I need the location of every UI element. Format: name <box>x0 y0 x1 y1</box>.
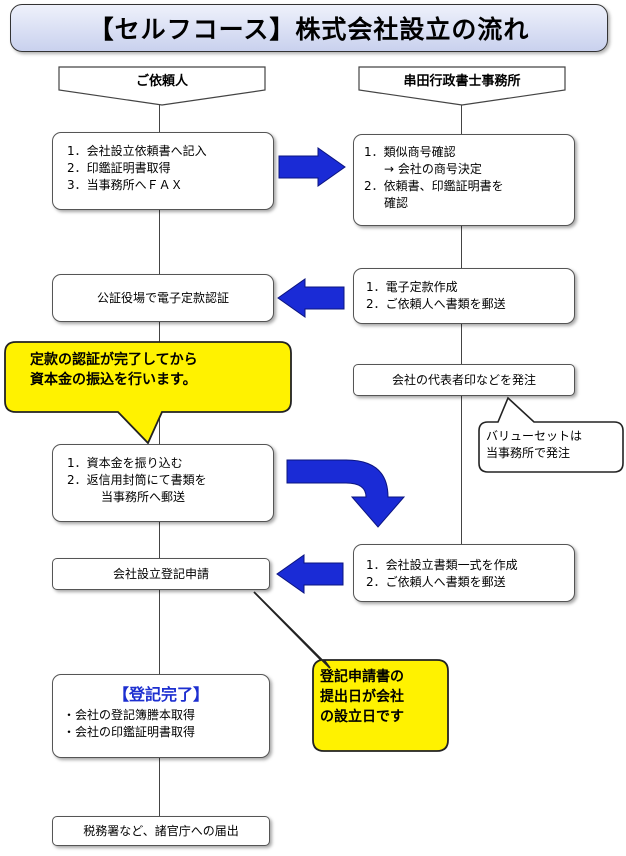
registration-complete: 【登記完了】 ・会社の登記簿謄本取得 ・会社の印鑑証明書取得 <box>52 674 270 758</box>
callout-capital-line-1: 定款の認証が完了してから <box>30 352 198 368</box>
client-step-2: 公証役場で電子定款認証 <box>52 274 274 322</box>
callout-value-set: バリューセットは 当事務所で発注 <box>486 428 582 462</box>
complete-heading: 【登記完了】 <box>112 685 209 704</box>
callout-registration-line-3: の設立日です <box>320 709 404 725</box>
arrow-right-1 <box>278 147 346 187</box>
office-step-3-line-2: 2．ご依頼人へ書類を郵送 <box>366 575 506 589</box>
callout-value-set-line-2: 当事務所で発注 <box>486 446 571 460</box>
office-step-3: 1．会社設立書類一式を作成 2．ご依頼人へ書類を郵送 <box>353 544 575 602</box>
callout-capital-line-2: 資本金の振込を行います。 <box>30 372 197 388</box>
office-step-2-line-2: 2．ご依頼人へ書類を郵送 <box>366 297 506 311</box>
client-step-4: 会社設立登記申請 <box>52 558 270 590</box>
client-step-3-line-1: 1．資本金を振り込む <box>67 456 183 470</box>
client-step-1-line-3: 3．当事務所へＦＡＸ <box>67 178 183 192</box>
office-header: 串田行政書士事務所 <box>403 73 521 89</box>
arrow-left-4 <box>276 554 344 594</box>
client-step-1: 1．会社設立依頼書へ記入 2．印鑑証明書取得 3．当事務所へＦＡＸ <box>52 132 274 210</box>
office-step-1-line-1: 1．類似商号確認 <box>364 145 456 159</box>
callout-registration-line-2: 提出日が会社 <box>320 689 404 705</box>
arrow-left-2 <box>277 278 345 318</box>
client-step-3: 1．資本金を振り込む 2．返信用封筒にて書類を 当事務所へ郵送 <box>52 444 274 522</box>
callout-registration: 登記申請書の 提出日が会社 の設立日です <box>320 667 404 727</box>
arrow-curved <box>286 459 406 528</box>
office-step-1: 1．類似商号確認 → 会社の商号決定 2．依頼書、印鑑証明書を 確認 <box>353 134 575 226</box>
office-step-2: 1．電子定款作成 2．ご依頼人へ書類を郵送 <box>353 268 575 324</box>
client-header: ご依頼人 <box>135 73 188 89</box>
final-step: 税務署など、諸官庁への届出 <box>52 816 270 846</box>
office-seal-order: 会社の代表者印などを発注 <box>353 364 575 396</box>
client-header-arrow <box>58 66 266 106</box>
office-header-arrow <box>358 66 566 106</box>
office-step-1-line-4: 確認 <box>384 196 409 210</box>
client-step-3-line-2: 2．返信用封筒にて書類を <box>67 473 207 487</box>
complete-item-2: ・会社の印鑑証明書取得 <box>63 725 196 739</box>
client-step-1-line-2: 2．印鑑証明書取得 <box>67 161 171 175</box>
complete-item-1: ・会社の登記簿謄本取得 <box>63 708 196 722</box>
office-step-1-line-2: → 会社の商号決定 <box>384 162 482 176</box>
page-title: 【セルフコース】株式会社設立の流れ <box>10 4 608 52</box>
office-step-2-line-1: 1．電子定款作成 <box>366 280 458 294</box>
callout-value-set-line-1: バリューセットは <box>486 429 583 443</box>
callout-registration-line-1: 登記申請書の <box>320 669 404 685</box>
client-step-3-line-3: 当事務所へ郵送 <box>101 490 186 504</box>
callout-capital-shape <box>4 341 292 445</box>
office-step-3-line-1: 1．会社設立書類一式を作成 <box>366 558 518 572</box>
office-step-1-line-3: 2．依頼書、印鑑証明書を <box>364 179 504 193</box>
callout-value-set-shape <box>478 396 624 473</box>
callout-registration-shape <box>253 591 449 752</box>
client-step-1-line-1: 1．会社設立依頼書へ記入 <box>67 144 207 158</box>
callout-capital: 定款の認証が完了してから 資本金の振込を行います。 <box>30 350 198 390</box>
